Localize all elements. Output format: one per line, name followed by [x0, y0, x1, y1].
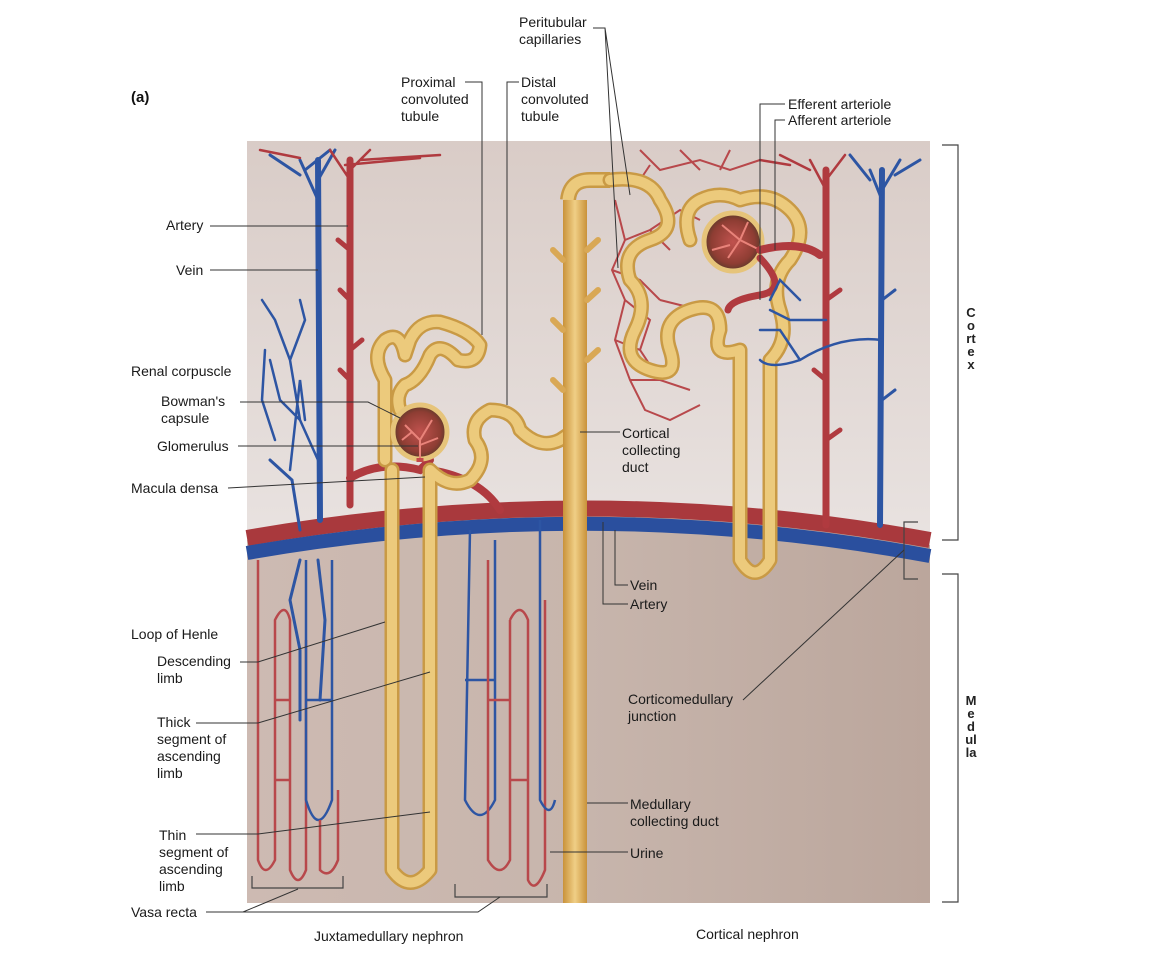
- juxtamedullary-nephron-tubule: [370, 314, 583, 890]
- label-afferent-arteriole: Afferent arteriole: [788, 112, 892, 128]
- interlobular-vein-right: [758, 153, 922, 528]
- leader-bowmans: [240, 401, 401, 419]
- medulla-bracket: [942, 573, 959, 903]
- leader-macula-densa: [227, 476, 426, 489]
- label-cortical-collecting-duct: Cortical collecting duct: [622, 425, 681, 475]
- label-urine: Urine: [630, 845, 664, 861]
- label-vein: Vein: [176, 262, 204, 278]
- region-label-cortex: Cortex: [966, 305, 976, 372]
- label-vasa-recta: Vasa recta: [131, 904, 197, 920]
- caption-cortical-nephron: Cortical nephron: [696, 926, 799, 942]
- leader-efferent: [759, 103, 785, 300]
- leader-vasa-recta: [206, 888, 501, 913]
- leader-arcuate-artery: [602, 522, 628, 605]
- label-descending-limb: Descending limb: [157, 653, 231, 686]
- leader-corticomedullary: [742, 549, 905, 701]
- vasa-recta-middle: [463, 520, 557, 887]
- leader-peritubular: [593, 27, 631, 269]
- label-efferent-arteriole: Efferent arteriole: [788, 96, 892, 112]
- vasa-recta-bracket-middle: [454, 884, 548, 898]
- leader-afferent: [774, 119, 785, 250]
- label-artery: Artery: [166, 217, 204, 233]
- collecting-duct: [550, 172, 610, 903]
- label-renal-corpuscle: Renal corpuscle: [131, 363, 232, 379]
- label-corticomedullary-junction: Corticomedullary junction: [628, 691, 734, 724]
- label-thick-segment: Thick segment of ascending limb: [157, 714, 227, 781]
- leader-distal: [506, 81, 519, 405]
- vasa-recta-left: [256, 560, 340, 882]
- leader-thick: [196, 671, 431, 724]
- label-peritubular-capillaries: Peritubular capillaries: [519, 14, 587, 47]
- label-distal-convoluted-tubule: Distal convoluted tubule: [521, 74, 589, 124]
- renal-cortex-region: [247, 141, 930, 551]
- leader-descending: [240, 621, 386, 663]
- peritubular-capillary-network: [610, 149, 761, 422]
- leader-arcuate-vein: [614, 530, 628, 586]
- label-arcuate-artery: Artery: [630, 596, 668, 612]
- caption-juxtamedullary-nephron: Juxtamedullary nephron: [314, 928, 464, 944]
- arcuate-vessels: [245, 500, 932, 563]
- cortical-nephron-tubule: [602, 171, 808, 580]
- vasa-recta-bracket-left: [251, 876, 344, 889]
- renal-medulla-region: [247, 510, 930, 903]
- cortex-bracket: [942, 144, 959, 541]
- leader-thin: [196, 811, 431, 835]
- label-glomerulus: Glomerulus: [157, 438, 229, 454]
- label-medullary-collecting-duct: Medullary collecting duct: [630, 796, 719, 829]
- region-label-medulla: Medulla: [965, 693, 977, 760]
- interlobular-vein-left: [260, 148, 337, 722]
- panel-label: (a): [131, 89, 150, 106]
- label-arcuate-vein: Vein: [630, 577, 658, 593]
- label-thin-segment: Thin segment of ascending limb: [159, 827, 229, 894]
- label-proximal-convoluted-tubule: Proximal convoluted tubule: [401, 74, 469, 124]
- leader-lines: [196, 27, 905, 913]
- cortical-renal-corpuscle: [701, 210, 765, 274]
- leader-proximal: [465, 81, 483, 335]
- juxtamedullary-renal-corpuscle: [390, 402, 450, 462]
- label-macula-densa: Macula densa: [131, 480, 219, 496]
- label-loop-of-henle: Loop of Henle: [131, 626, 219, 642]
- label-bowmans-capsule: Bowman's capsule: [161, 393, 226, 426]
